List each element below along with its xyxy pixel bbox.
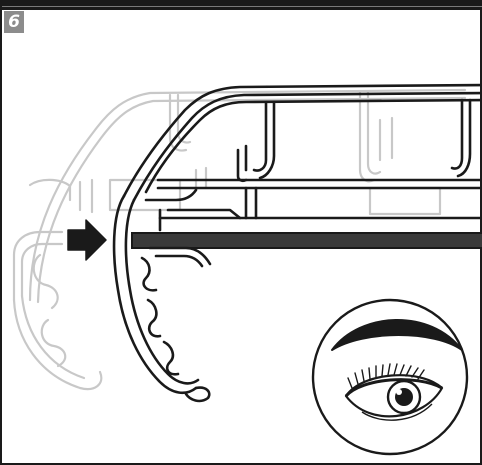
eyebrow-shape [331,319,463,351]
step-number-badge: 6 [4,11,24,33]
right-arrow-icon [67,219,107,261]
background-profile [12,88,467,391]
top-border-line [2,6,482,7]
panel-strip [131,232,482,249]
eye-icon [344,363,444,421]
eye-callout [311,298,469,456]
foreground-profile [112,83,482,403]
